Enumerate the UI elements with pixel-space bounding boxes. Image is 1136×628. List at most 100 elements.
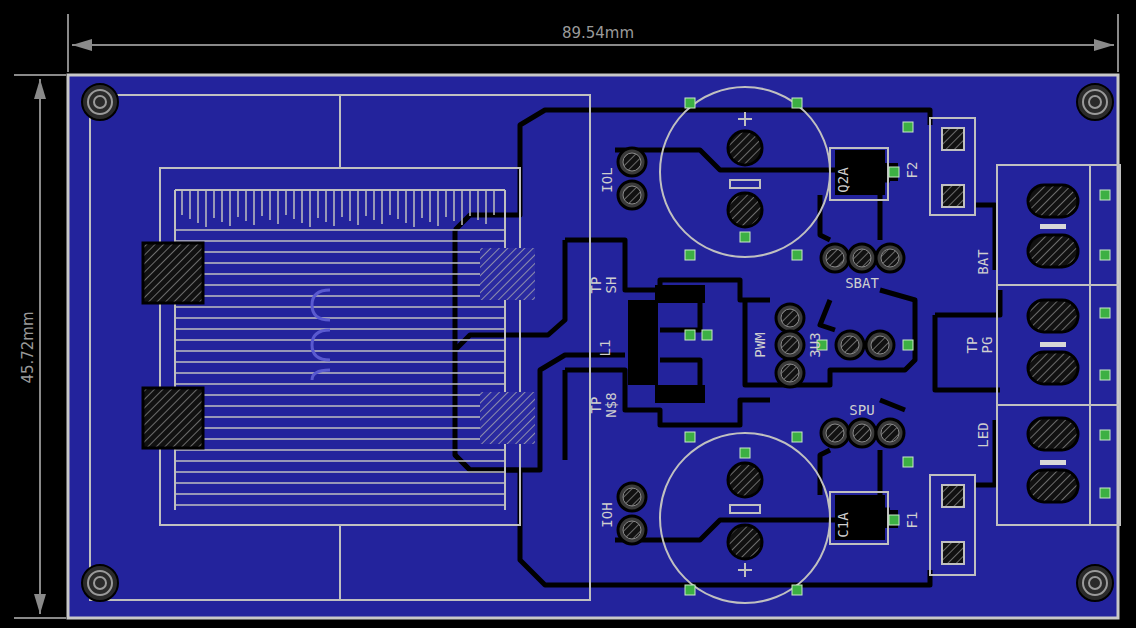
- transformer-winding-part: [205, 190, 207, 227]
- transformer-winding-part: [357, 190, 359, 225]
- board: [68, 75, 1118, 618]
- mounting-holes-part: [88, 90, 112, 114]
- transformer-winding-part: [175, 295, 505, 297]
- transformer-winding-part: [261, 190, 263, 216]
- transformer-winding-part: [197, 190, 199, 223]
- transformer-winding-part: [221, 190, 223, 222]
- vias-part: [685, 432, 695, 442]
- transformer-winding-part: [175, 262, 505, 264]
- transformer-winding-part: [181, 190, 183, 215]
- transformer-outline-part: [90, 95, 590, 600]
- capacitor-pads-part: [728, 131, 762, 165]
- transformer-winding-part: [175, 240, 505, 242]
- header-pads-part: [826, 424, 844, 442]
- transformer-winding-part: [493, 190, 495, 215]
- header-pads-part: [781, 336, 799, 354]
- transformer-winding-part: [175, 493, 505, 495]
- terminal-marks-part: [1040, 224, 1066, 229]
- mounting-holes-part: [94, 96, 106, 108]
- header-pads-part: [776, 331, 804, 359]
- terminal-marks-part: [1040, 460, 1066, 465]
- fuse-outlines-part: [930, 475, 975, 575]
- dimension-lines-part: [39, 79, 41, 614]
- silkscreen-label: IOL: [600, 167, 614, 192]
- mounting-holes-part: [1077, 565, 1113, 601]
- header-pads-part: [876, 419, 904, 447]
- transformer-winding-part: [341, 190, 343, 217]
- dimension-lines-part: [67, 14, 69, 72]
- vias-part: [740, 232, 750, 242]
- transformer-winding-part: [445, 190, 447, 217]
- smd-pads-part: [655, 285, 705, 303]
- header-pads-part: [848, 244, 876, 272]
- capacitor-pads-part: [728, 525, 762, 559]
- vias-part: [792, 432, 802, 442]
- copper-traces-part: [455, 455, 930, 585]
- transformer-outline-part: [339, 525, 341, 600]
- silkscreen-label: SPU: [849, 403, 874, 417]
- capacitor-outlines-part: [738, 118, 752, 120]
- transformer-winding-part: [373, 190, 375, 220]
- transformer-winding-part: [175, 229, 505, 231]
- vias-part: [889, 167, 899, 177]
- fuse-outlines-part: [942, 542, 964, 564]
- transformer-pads: [143, 243, 535, 448]
- copper-traces: [455, 110, 1000, 585]
- copper-traces-part: [820, 450, 880, 495]
- transformer-winding-part: [175, 328, 505, 330]
- fuse-outlines-part: [942, 128, 964, 150]
- transformer-winding-part: [485, 190, 487, 224]
- vias-part: [903, 122, 913, 132]
- header-pads-part: [866, 331, 894, 359]
- vias-part: [685, 98, 695, 108]
- capacitor-outlines-part: [730, 505, 760, 513]
- dimension-lines: [14, 14, 1118, 618]
- transformer-pads-part: [143, 388, 203, 448]
- transformer-winding-part: [175, 405, 505, 407]
- transformer-winding-part: [175, 427, 505, 429]
- header-pads-part: [876, 244, 904, 272]
- silkscreen-label: TP: [589, 397, 603, 414]
- copper-traces-part: [820, 195, 880, 240]
- vias: [685, 98, 1110, 595]
- vias-part: [685, 250, 695, 260]
- transformer-winding-part: [365, 190, 367, 216]
- transformer-winding-part: [175, 273, 505, 275]
- transformer-winding-part: [421, 190, 423, 218]
- transformer-winding-part: [437, 190, 439, 226]
- transformer-winding-part: [461, 190, 463, 225]
- terminal-block-part: [997, 165, 1120, 525]
- terminal-pads-part: [1028, 418, 1078, 450]
- transformer-winding-part: [333, 190, 335, 226]
- silkscreen-label: PG: [980, 337, 994, 354]
- transformer-winding-part: [237, 190, 239, 217]
- terminal-pads-part: [1028, 352, 1078, 384]
- smd-pads-part: [835, 150, 885, 195]
- silkscreen-label: 3U3: [808, 332, 822, 357]
- silkscreen-label: F2: [905, 162, 919, 179]
- transformer-outline-part: [175, 189, 505, 191]
- capacitor-pads-part: [728, 193, 762, 227]
- mounting-holes-part: [82, 84, 118, 120]
- header-pads-part: [623, 488, 641, 506]
- copper-traces-part: [455, 230, 625, 470]
- terminal-pads-part: [1028, 235, 1078, 267]
- transformer-winding-part: [175, 449, 505, 451]
- terminal-block-part: [997, 404, 1120, 406]
- transformer-winding-part: [477, 190, 479, 220]
- terminal-marks: [1040, 224, 1066, 465]
- vias-part: [889, 515, 899, 525]
- transformer-winding-part: [397, 190, 399, 219]
- dimension-lines-part: [14, 617, 66, 619]
- transformer-outline-part: [160, 168, 520, 525]
- copper-traces-part: [935, 290, 1000, 390]
- terminal-pads-part: [1028, 300, 1078, 332]
- silkscreen-label: LED: [976, 422, 990, 447]
- copper-traces-part: [455, 110, 930, 230]
- transformer-winding-part: [453, 190, 455, 221]
- transformer-winding-part: [175, 350, 505, 352]
- terminal-block-part: [997, 284, 1120, 286]
- vias-part: [1100, 488, 1110, 498]
